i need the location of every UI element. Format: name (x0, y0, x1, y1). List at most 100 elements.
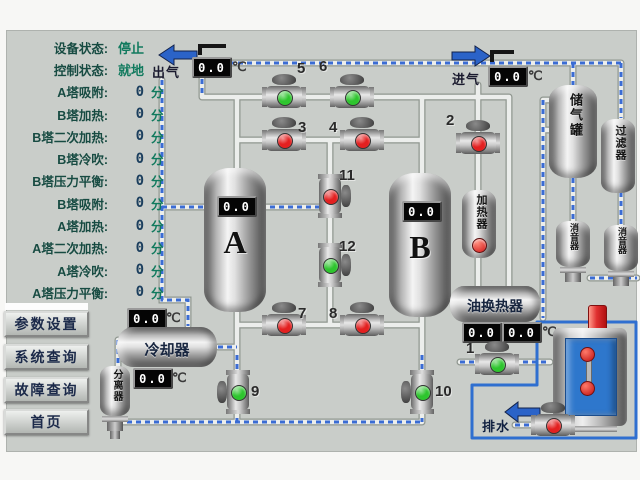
system-query-button[interactable]: 系统查询 (4, 344, 89, 370)
muffler-left-label: 消音器 (569, 223, 579, 250)
separator-bar (5, 303, 88, 310)
valve-actuator (350, 117, 374, 128)
heat-exchanger-label: 油换热器 (467, 298, 523, 314)
valve-1[interactable] (475, 340, 519, 376)
muffler-right: 消音器 (604, 225, 638, 271)
valve-6-number: 6 (319, 58, 328, 75)
valve-2-indicator (471, 136, 487, 152)
separator-label: 分离器 (111, 369, 122, 402)
drain-trap-float (580, 347, 595, 362)
valve-6[interactable] (330, 73, 374, 109)
hx-temp-unit: ℃ (542, 324, 557, 339)
valve-2-number: 2 (446, 112, 455, 129)
valve-actuator (541, 402, 565, 413)
storage-tank: 储气罐 (549, 85, 597, 178)
muffler-left-fitting (565, 273, 581, 282)
valve-5[interactable] (262, 73, 306, 109)
outlet-label: 出气 (152, 65, 181, 80)
tower-a-letter: A (223, 224, 247, 260)
valve-8-number: 8 (329, 305, 338, 322)
status-unit: 分 (151, 197, 164, 212)
status-label: B塔二次加热: (32, 130, 108, 145)
valve-actuator (341, 254, 351, 276)
tower-a: 0.0 A (204, 168, 266, 312)
muffler-right-fitting (613, 277, 629, 286)
tower-b: 0.0 B (389, 173, 451, 317)
valve-2[interactable] (456, 119, 500, 155)
valve-actuator (401, 381, 411, 403)
valve-actuator (217, 381, 227, 403)
valve-12-number: 12 (339, 238, 356, 255)
hx-temp2-display: 0.0 (502, 322, 542, 343)
valve-actuator (485, 341, 509, 352)
status-label: B塔压力平衡: (32, 175, 108, 190)
status-unit: 分 (151, 286, 164, 301)
valve-10[interactable] (401, 370, 442, 414)
valve-4[interactable] (340, 116, 384, 152)
cooler-temp-top-display: 0.0 (127, 308, 167, 329)
status-value: 0 (135, 284, 144, 301)
status-value: 0 (135, 128, 144, 145)
cooler: 冷却器 (117, 327, 217, 367)
status-label: B塔吸附: (57, 197, 108, 212)
valve-9-indicator (231, 385, 247, 401)
home-button[interactable]: 首页 (4, 409, 89, 435)
drain-valve[interactable] (531, 401, 575, 437)
drain-label: 排水 (482, 419, 511, 434)
valve-8[interactable] (340, 301, 384, 337)
storage-tank-label: 储气罐 (568, 93, 583, 138)
drain-trap (553, 328, 627, 426)
params-settings-button[interactable]: 参数设置 (4, 311, 89, 337)
valve-actuator (350, 302, 374, 313)
valve-7[interactable] (262, 301, 306, 337)
status-label: A塔冷吹: (57, 264, 108, 279)
heat-exchanger: 油换热器 (450, 286, 540, 322)
status-value: 0 (135, 239, 144, 256)
valve-7-indicator (277, 318, 293, 334)
valve-12[interactable] (310, 243, 351, 287)
valve-11[interactable] (310, 174, 351, 218)
muffler-right-label: 消音器 (617, 227, 627, 254)
tower-a-temp-display: 0.0 (217, 196, 257, 217)
outlet-temp-display: 0.0 (192, 57, 232, 78)
status-unit: 分 (151, 175, 164, 190)
fault-query-button[interactable]: 故障查询 (4, 377, 89, 403)
outlet-temp-unit: ℃ (232, 59, 247, 74)
valve-6-indicator (345, 90, 361, 106)
status-value: 0 (135, 262, 144, 279)
inlet-temp-unit: ℃ (528, 68, 543, 83)
muffler-left-fitting (560, 267, 586, 273)
status-value: 就地 (117, 62, 144, 78)
status-label: 控制状态: (53, 63, 108, 78)
valve-4-number: 4 (329, 119, 338, 136)
status-value: 0 (135, 150, 144, 167)
drain-trap-float (580, 381, 595, 396)
status-value: 0 (135, 83, 144, 100)
heater: 加热器 (462, 190, 496, 258)
status-label: A塔吸附: (57, 86, 108, 101)
valve-3[interactable] (262, 116, 306, 152)
status-unit: 分 (151, 220, 164, 235)
valve-actuator (341, 185, 351, 207)
valve-1-number: 1 (466, 340, 475, 357)
inlet-temp-display: 0.0 (488, 66, 528, 87)
status-label: A塔加热: (57, 220, 108, 235)
cooler-label: 冷却器 (144, 342, 190, 359)
status-row: 设备状态:停止 (2, 36, 174, 58)
heater-lamp (472, 238, 487, 253)
status-label: A塔压力平衡: (32, 286, 108, 301)
valve-5-indicator (277, 90, 293, 106)
status-value: 0 (135, 106, 144, 123)
status-unit: 分 (151, 108, 164, 123)
valve-9[interactable] (217, 370, 258, 414)
cooler-temp-top-unit: ℃ (166, 310, 181, 325)
